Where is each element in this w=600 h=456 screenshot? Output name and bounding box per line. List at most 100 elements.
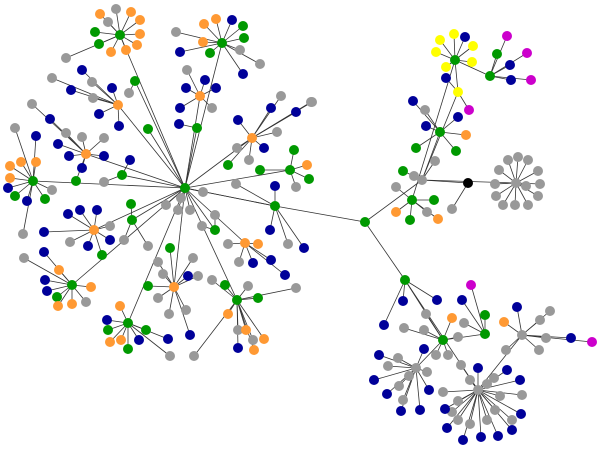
graph-edge (175, 31, 223, 44)
graph-node (232, 295, 242, 305)
graph-node (105, 337, 115, 347)
graph-node (468, 41, 478, 51)
graph-node (40, 275, 50, 285)
graph-node (189, 351, 199, 361)
graph-node (181, 305, 191, 315)
graph-node (5, 161, 15, 171)
graph-node (95, 9, 105, 19)
graph-node (66, 85, 76, 95)
graph-node (399, 323, 409, 333)
graph-node (114, 121, 124, 131)
graph-node (232, 143, 242, 153)
graph-node (52, 292, 62, 302)
graph-node (81, 297, 91, 307)
graph-edge (43, 229, 95, 233)
graph-node (482, 379, 492, 389)
graph-node (10, 123, 20, 133)
graph-node (53, 139, 63, 149)
graph-node (404, 371, 414, 381)
graph-node (270, 201, 280, 211)
graph-node (456, 360, 466, 370)
graph-node (47, 185, 57, 195)
graph-node (99, 133, 109, 143)
graph-node (419, 344, 429, 354)
graph-node (158, 269, 168, 279)
graph-node (99, 151, 109, 161)
graph-node (453, 396, 463, 406)
graph-node (517, 390, 527, 400)
graph-node (164, 309, 174, 319)
graph-node (99, 177, 109, 187)
graph-node (513, 152, 523, 162)
graph-node (105, 235, 115, 245)
graph-node (398, 296, 408, 306)
graph-node (22, 196, 32, 206)
graph-node (153, 293, 163, 303)
graph-node (499, 317, 509, 327)
graph-node (198, 37, 208, 47)
graph-node (127, 215, 137, 225)
graph-node (369, 375, 379, 385)
graph-node (495, 391, 505, 401)
graph-node (405, 215, 415, 225)
graph-node (398, 395, 408, 405)
graph-node (453, 112, 463, 122)
graph-node (97, 250, 107, 260)
graph-node (515, 375, 525, 385)
graph-node (238, 21, 248, 31)
graph-node (233, 115, 243, 125)
graph-edge (477, 389, 522, 415)
graph-node (81, 149, 91, 159)
graph-node (182, 65, 192, 75)
graph-node (420, 105, 430, 115)
graph-node (510, 200, 520, 210)
graph-node (123, 318, 133, 328)
graph-node (233, 343, 243, 353)
graph-node (211, 14, 221, 24)
graph-node (141, 325, 151, 335)
graph-node (523, 155, 533, 165)
graph-edge (404, 279, 438, 301)
graph-node (107, 83, 117, 93)
graph-edges (7, 8, 593, 441)
graph-node (432, 295, 442, 305)
graph-node (83, 241, 93, 251)
graph-node (379, 320, 389, 330)
graph-edge (373, 367, 417, 381)
graph-node (165, 243, 175, 253)
graph-node (240, 238, 250, 248)
graph-node (429, 195, 439, 205)
graph-node (391, 207, 401, 217)
graph-node (88, 93, 98, 103)
graph-node (473, 363, 483, 373)
graph-node (231, 179, 241, 189)
graph-node (460, 32, 470, 42)
graph-node (491, 191, 501, 201)
graph-edge (477, 389, 482, 438)
graph-edge (457, 389, 479, 421)
graph-node (485, 71, 495, 81)
graph-node (419, 325, 429, 335)
graph-node (28, 176, 38, 186)
graph-edge (134, 80, 186, 189)
graph-node (449, 29, 459, 39)
graph-node (223, 239, 233, 249)
graph-edge (415, 339, 444, 369)
graph-node (64, 151, 74, 161)
graph-edge (179, 42, 223, 53)
graph-node (71, 176, 81, 186)
graph-edge (244, 242, 286, 276)
graph-node (505, 60, 515, 70)
graph-edge (221, 42, 244, 75)
graph-node (463, 178, 473, 188)
graph-node (411, 143, 421, 153)
graph-node (134, 335, 144, 345)
graph-node (291, 107, 301, 117)
graph-node (54, 265, 64, 275)
graph-edge (415, 367, 421, 411)
graph-node (61, 128, 71, 138)
graph-node (27, 99, 37, 109)
graph-node (438, 335, 448, 345)
graph-node (183, 271, 193, 281)
